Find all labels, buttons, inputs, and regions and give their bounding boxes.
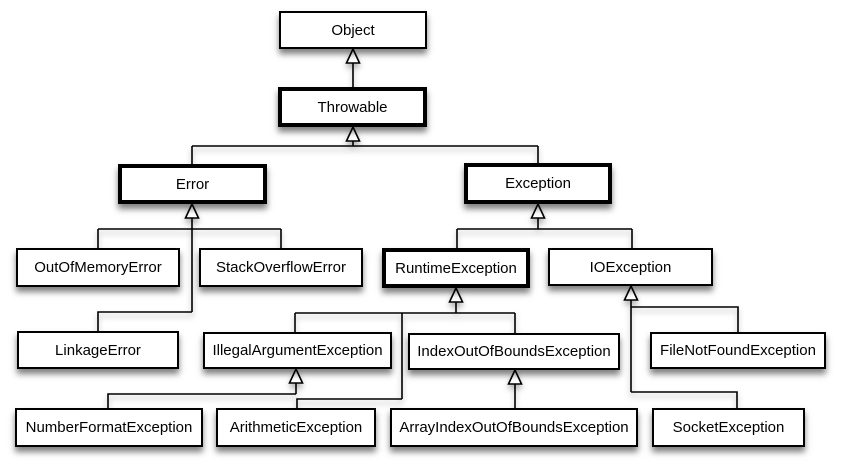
node-exception: Exception	[464, 163, 612, 204]
node-filenotfoundexception-label: FileNotFoundException	[660, 342, 816, 359]
node-numberformatexception-label: NumberFormatException	[25, 419, 193, 436]
node-illegalargumentexception-label: IllegalArgumentException	[212, 342, 383, 359]
node-socketexception: SocketException	[652, 408, 805, 447]
node-arithmeticexception: ArithmeticException	[216, 408, 376, 447]
node-numberformatexception: NumberFormatException	[15, 408, 203, 447]
node-error-label: Error	[175, 175, 210, 193]
edge-throwable-object	[345, 47, 361, 87]
edge-numberformat-illegalargument	[107, 367, 304, 408]
node-object: Object	[279, 11, 427, 49]
node-throwable: Throwable	[278, 87, 427, 127]
edge-children-exception	[456, 202, 633, 248]
edge-children-ioexception	[623, 284, 739, 408]
node-exception-label: Exception	[505, 175, 571, 192]
node-arithmeticexception-label: ArithmeticException	[229, 419, 363, 436]
node-arrayindexoutofboundsexception: ArrayIndexOutOfBoundsException	[390, 408, 638, 447]
node-outofmemoryerror: OutOfMemoryError	[16, 248, 180, 287]
node-throwable-label: Throwable	[317, 98, 388, 116]
node-object-label: Object	[331, 21, 375, 39]
node-indexoutofboundsexception: IndexOutOfBoundsException	[408, 333, 620, 370]
edge-arrayindex-indexoutofbounds	[507, 368, 523, 408]
edge-error-exception-throwable	[191, 125, 539, 164]
node-runtimeexception-label: RuntimeException	[395, 259, 517, 277]
node-error: Error	[118, 164, 267, 204]
node-filenotfoundexception: FileNotFoundException	[650, 332, 826, 369]
node-ioexception: IOException	[548, 248, 713, 286]
edge-children-error	[97, 202, 282, 331]
node-stackoverflowerror-label: StackOverflowError	[215, 259, 347, 276]
node-runtimeexception: RuntimeException	[382, 248, 530, 288]
node-arrayindexoutofboundsexception-label: ArrayIndexOutOfBoundsException	[399, 419, 629, 436]
node-linkageerror-label: LinkageError	[55, 341, 141, 359]
node-stackoverflowerror: StackOverflowError	[199, 248, 363, 287]
edge-children-runtimeexception	[294, 286, 516, 408]
node-ioexception-label: IOException	[589, 258, 672, 276]
node-indexoutofboundsexception-label: IndexOutOfBoundsException	[417, 343, 611, 360]
node-socketexception-label: SocketException	[672, 419, 785, 436]
node-linkageerror: LinkageError	[17, 331, 179, 369]
node-illegalargumentexception: IllegalArgumentException	[203, 332, 392, 369]
node-outofmemoryerror-label: OutOfMemoryError	[34, 259, 162, 276]
